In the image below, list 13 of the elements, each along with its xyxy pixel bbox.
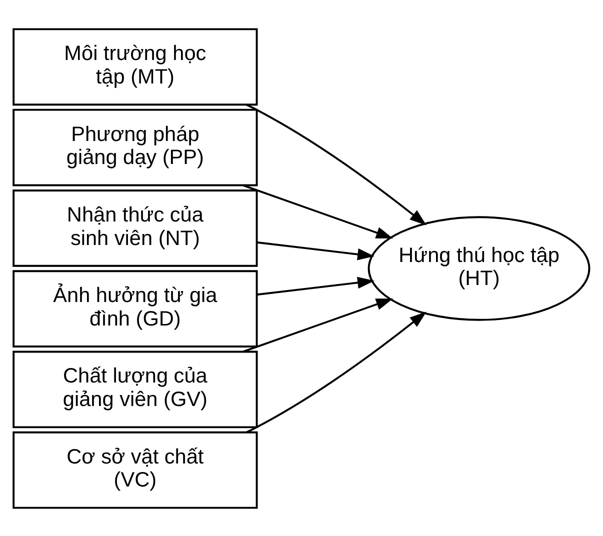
arrow xyxy=(242,298,394,352)
node-box: Chất lượng của giảng viên (GV) xyxy=(12,350,258,428)
node-ellipse: Hứng thú học tập (HT) xyxy=(368,216,590,320)
node-box: Môi trường học tập (MT) xyxy=(12,28,258,106)
node-box: Nhận thức của sinh viên (NT) xyxy=(12,189,258,266)
arrow xyxy=(246,103,427,225)
node-box: Cơ sở vật chất (VC) xyxy=(12,430,258,508)
node-box: Ảnh hưởng từ gia đình (GD) xyxy=(12,270,258,347)
arrow xyxy=(242,184,394,238)
node-box: Phương pháp giảng dạy (PP) xyxy=(12,108,258,186)
arrow xyxy=(256,240,374,260)
arrow xyxy=(256,276,374,296)
arrow xyxy=(246,311,427,433)
